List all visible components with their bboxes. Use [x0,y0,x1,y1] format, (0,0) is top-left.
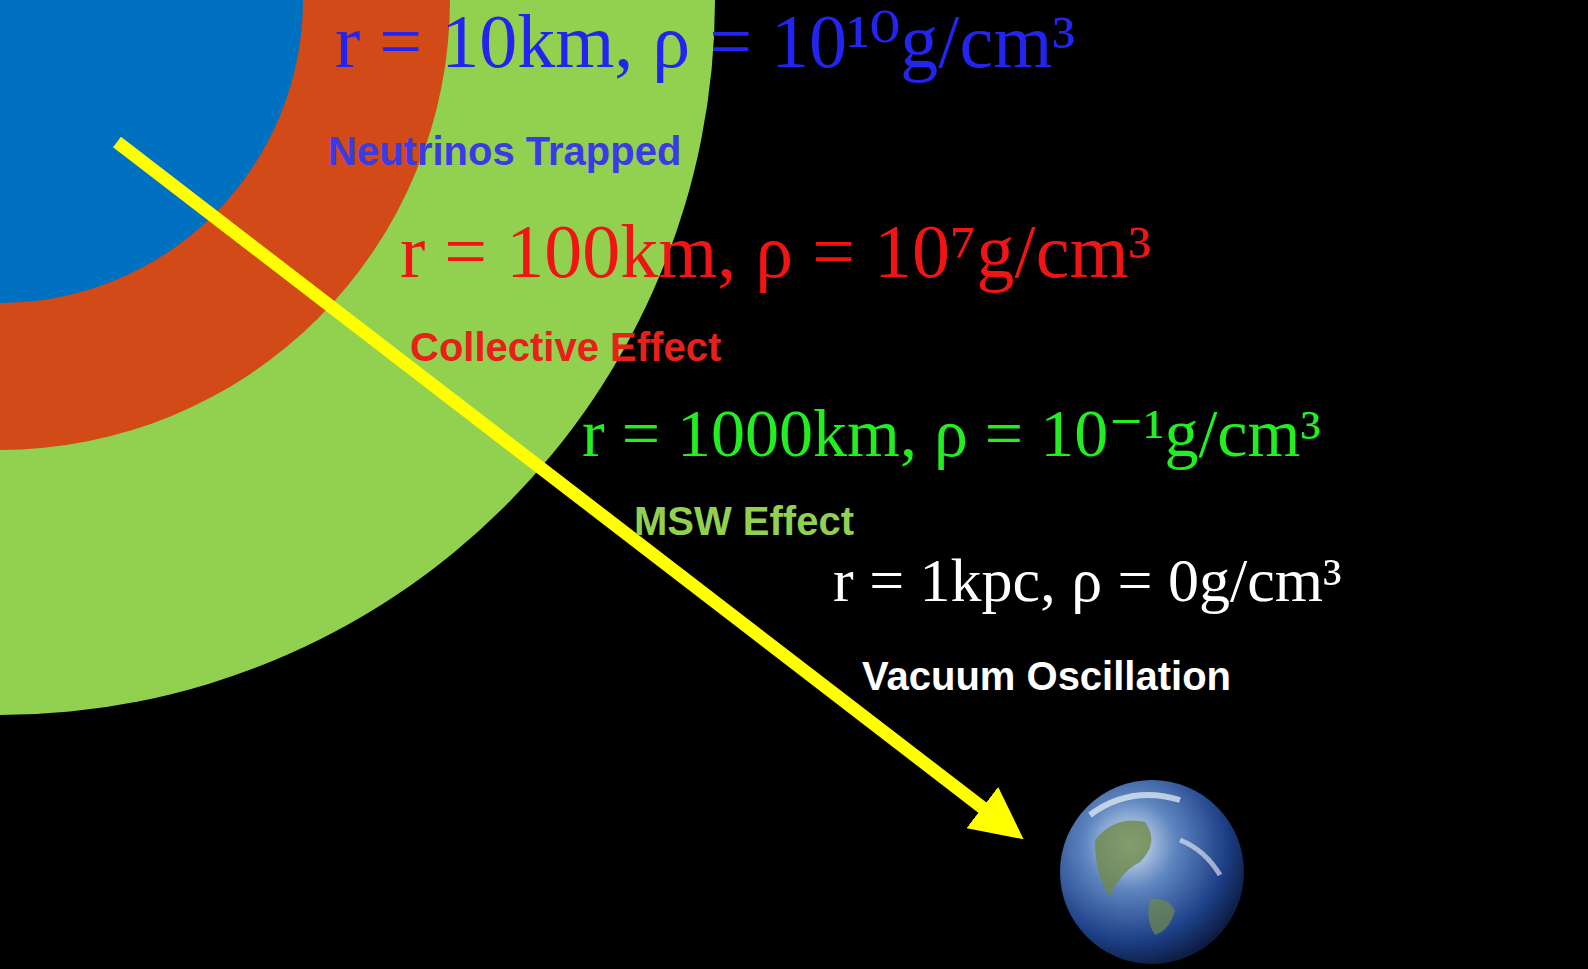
radius-density-label: r = 10km, ρ = 10¹⁰g/cm³ [335,2,1075,82]
earth [1060,780,1244,964]
radius-density-label: r = 1000km, ρ = 10⁻¹g/cm³ [582,398,1321,469]
region-label: MSW Effect [634,500,854,542]
region-label: Neutrinos Trapped [328,130,681,172]
region-label: Collective Effect [410,326,721,368]
region-label: Vacuum Oscillation [862,655,1231,697]
radius-density-label: r = 1kpc, ρ = 0g/cm³ [833,548,1342,613]
radius-density-label: r = 100km, ρ = 10⁷g/cm³ [400,212,1151,292]
